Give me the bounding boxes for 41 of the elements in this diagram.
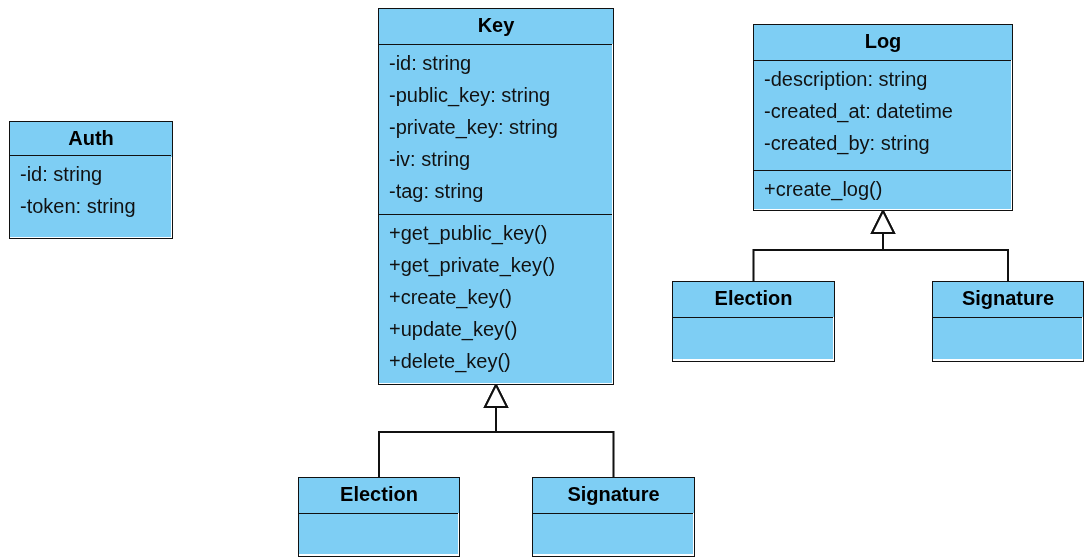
- class-box: [753, 24, 1013, 211]
- class-member: +update_key(): [389, 317, 518, 343]
- class-compartment: [754, 60, 1011, 170]
- class-compartment: [379, 214, 612, 383]
- class-name: Election: [340, 482, 418, 507]
- class-box: [9, 121, 173, 239]
- class-member: -id: string: [20, 162, 103, 187]
- class-compartment: [10, 155, 171, 237]
- class-member: +get_public_key(): [389, 221, 548, 247]
- class-box: [298, 477, 460, 557]
- class-name: Signature: [567, 482, 660, 507]
- class-member: +delete_key(): [389, 349, 511, 375]
- class-box: [932, 281, 1084, 362]
- class-name: Election: [714, 286, 793, 311]
- class-member: -id: string: [389, 51, 472, 76]
- class-name: Key: [477, 13, 515, 38]
- class-name: Signature: [961, 286, 1055, 311]
- class-member: -public_key: string: [389, 83, 551, 109]
- inheritance-arrow: [484, 384, 615, 478]
- class-name: Log: [864, 29, 902, 54]
- class-compartment: [754, 170, 1011, 209]
- class-box: [672, 281, 835, 362]
- class-member: -created_by: string: [764, 131, 930, 157]
- class-compartment: [299, 513, 458, 555]
- class-member: -iv: string: [389, 147, 471, 172]
- class-member: -private_key: string: [389, 115, 558, 141]
- class-box: [378, 8, 614, 385]
- class-member: -tag: string: [389, 179, 484, 204]
- class-compartment: [533, 513, 693, 555]
- class-member: +get_private_key(): [389, 253, 556, 279]
- class-compartment: [933, 317, 1082, 360]
- class-name: Auth: [68, 126, 114, 151]
- class-compartment: [379, 44, 612, 214]
- inheritance-arrow: [871, 210, 1009, 282]
- class-box: [532, 477, 695, 557]
- class-member: -token: string: [20, 194, 136, 219]
- class-compartment: [673, 317, 833, 360]
- class-member: +create_key(): [389, 285, 512, 311]
- class-member: +create_log(): [764, 177, 883, 203]
- class-member: -description: string: [764, 67, 928, 92]
- class-member: -created_at: datetime: [764, 99, 953, 125]
